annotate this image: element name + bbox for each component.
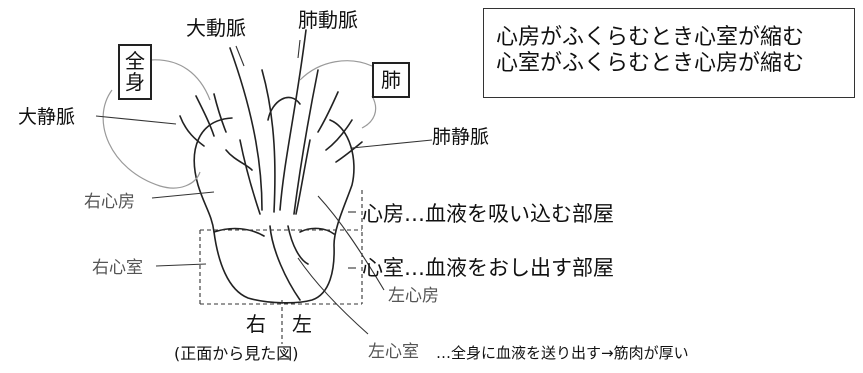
atrium-description: 心房…血液を吸い込む部屋 [362,202,614,226]
pulmonary-artery-vessel [279,29,307,211]
pulmonary-vein-vessel [325,119,353,151]
aorta-label: 大動脈 [186,16,246,40]
vena-cava-label: 大静脈 [18,106,76,128]
caption: (正面から見た図) [174,344,299,363]
left-side-label: 左 [292,312,312,336]
lung-label: 肺 [381,67,401,92]
septum [269,225,301,301]
whole-body-box: 全 身 [118,44,152,100]
left-ventricle-note: …全身に血液を送り出す→筋肉が厚い [436,344,689,362]
pulmonary-vein-label: 肺静脈 [432,126,490,148]
note-box: 心房がふくらむとき心室が縮む 心室がふくらむとき心房が縮む [483,8,855,98]
whole-body-label: 全 身 [125,49,145,94]
vena-cava-vessel [179,115,205,147]
left-atrium-label: 左心房 [388,286,439,306]
pulmonary-artery-label: 肺動脈 [298,8,358,32]
note-line-1: 心房がふくらむとき心室が縮む [496,25,805,50]
right-atrium-label: 右心房 [84,192,135,212]
atrium-ventricle-boundary [213,227,265,237]
ventricle-description: 心室…血液をおし出す部屋 [362,256,614,280]
heart-outline [193,117,355,304]
right-side-label: 右 [246,312,266,336]
note-line-2: 心室がふくらむとき心房が縮む [496,51,805,76]
aorta-vessel [229,47,263,211]
lung-box: 肺 [372,62,410,98]
right-ventricle-label: 右心室 [92,258,143,278]
left-ventricle-label: 左心室 [368,342,419,362]
